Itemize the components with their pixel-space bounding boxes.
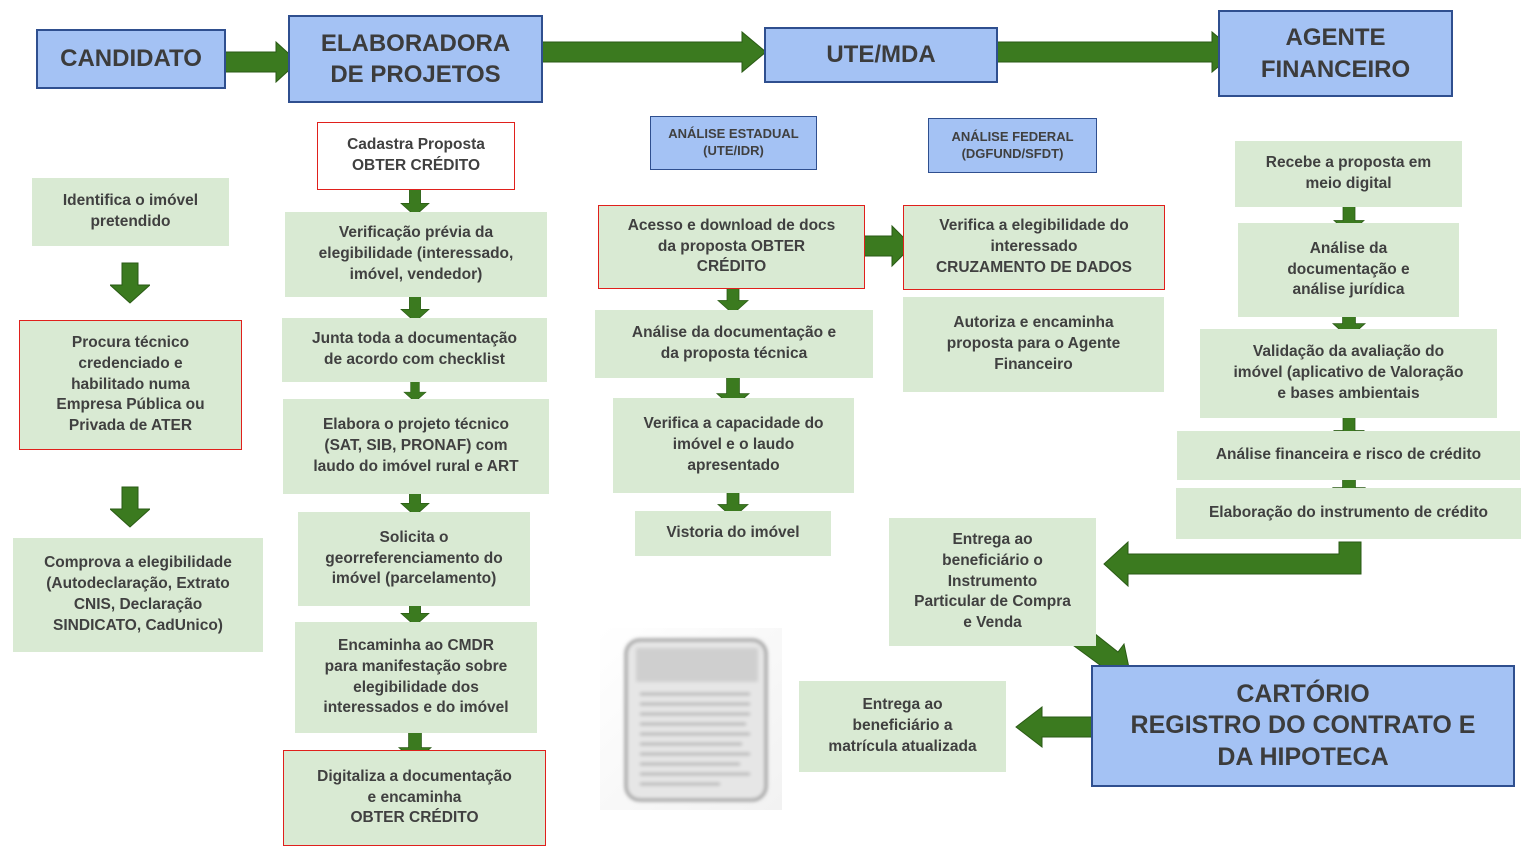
subheader-analise-federal: ANÁLISE FEDERAL (DGFUND/SFDT) (928, 118, 1097, 173)
arrow-bent-to-entrega (1103, 540, 1362, 588)
step-junta-documentacao: Junta toda a documentação de acordo com … (282, 318, 547, 382)
step-entrega-matricula: Entrega ao beneficiário a matrícula atua… (799, 681, 1006, 772)
step-cadastra-proposta: Cadastra Proposta OBTER CRÉDITO (317, 122, 515, 190)
header-agente-financeiro: AGENTE FINANCEIRO (1218, 10, 1453, 97)
step-autoriza-encaminha: Autoriza e encaminha proposta para o Age… (903, 297, 1164, 392)
step-validacao-avaliacao: Validação da avaliação do imóvel (aplica… (1200, 329, 1497, 418)
subheader-analise-estadual: ANÁLISE ESTADUAL (UTE/IDR) (650, 116, 817, 170)
step-analise-juridica: Análise da documentação e análise jurídi… (1238, 223, 1459, 317)
step-acesso-download: Acesso e download de docs da proposta OB… (598, 205, 865, 289)
arrow-ute-agente (995, 30, 1237, 74)
arrow-elaboradora-ute (539, 30, 767, 74)
step-recebe-proposta: Recebe a proposta em meio digital (1235, 141, 1462, 207)
step-analise-financeira: Análise financeira e risco de crédito (1177, 431, 1520, 480)
step-verifica-elegibilidade: Verifica a elegibilidade do interessado … (903, 205, 1165, 290)
arrow-down (110, 486, 150, 528)
step-digitaliza-documentacao: Digitaliza a documentação e encaminha OB… (283, 750, 546, 846)
step-entrega-instrumento: Entrega ao beneficiário o Instrumento Pa… (889, 518, 1096, 646)
document-image (600, 628, 782, 810)
step-solicita-georreferenciamento: Solicita o georreferenciamento do imóvel… (298, 512, 530, 606)
header-elaboradora: ELABORADORA DE PROJETOS (288, 15, 543, 103)
step-encaminha-cmdr: Encaminha ao CMDR para manifestação sobr… (295, 622, 537, 733)
step-elaboracao-instrumento: Elaboração do instrumento de crédito (1176, 488, 1521, 539)
step-verifica-capacidade: Verifica a capacidade do imóvel e o laud… (613, 398, 854, 493)
step-comprova-elegibilidade: Comprova a elegibilidade (Autodeclaração… (13, 538, 263, 652)
step-procura-tecnico: Procura técnico credenciado e habilitado… (19, 320, 242, 450)
step-vistoria-imovel: Vistoria do imóvel (635, 511, 831, 556)
arrow-cartorio-matricula (1015, 705, 1103, 749)
arrow-down (110, 262, 150, 304)
arrow-estadual-federal (859, 224, 913, 268)
header-ute-mda: UTE/MDA (764, 27, 998, 83)
step-verificacao-previa: Verificação prévia da elegibilidade (int… (285, 212, 547, 297)
cartorio-registro: CARTÓRIO REGISTRO DO CONTRATO E DA HIPOT… (1091, 665, 1515, 787)
step-identifica-imovel: Identifica o imóvel pretendido (32, 178, 229, 246)
header-candidato: CANDIDATO (36, 29, 226, 89)
arrow-candidato-elaboradora (221, 40, 299, 84)
step-elabora-projeto: Elabora o projeto técnico (SAT, SIB, PRO… (283, 399, 549, 494)
step-analise-documentacao-proposta: Análise da documentação e da proposta té… (595, 310, 873, 378)
